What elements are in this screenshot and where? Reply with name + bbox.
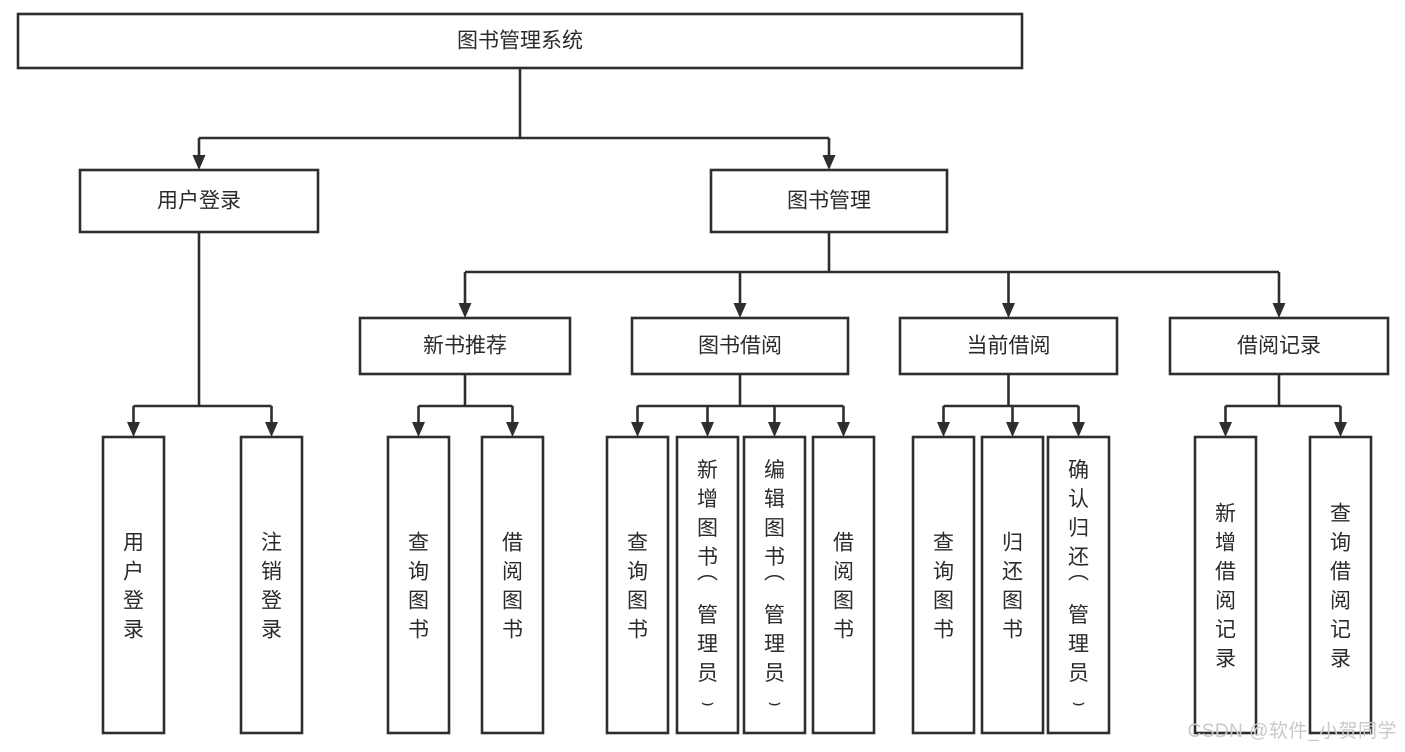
leaf-node-box xyxy=(386,435,451,735)
leaf-node-box xyxy=(980,435,1045,735)
arrow-head-icon xyxy=(937,422,950,437)
node-label: 查询图书 xyxy=(408,532,429,642)
node-label: 归还图书 xyxy=(1002,532,1023,642)
arrow-head-icon xyxy=(768,422,781,437)
arrow-head-icon xyxy=(733,303,747,318)
root-node-box xyxy=(16,12,1024,70)
level3-node-box xyxy=(898,316,1119,376)
arrow-head-icon xyxy=(1272,303,1286,318)
node-leaf-confirm-return[interactable]: 确认归还⌒管理员⌣ xyxy=(1046,435,1111,735)
leaf-node-box xyxy=(1046,435,1111,735)
node-leaf-query-book-2[interactable]: 查询图书 xyxy=(605,435,670,735)
leaf-node-box xyxy=(675,435,740,735)
node-new-book-rec[interactable]: 新书推荐 xyxy=(358,316,572,376)
arrow-head-icon xyxy=(412,422,425,437)
node-leaf-edit-book[interactable]: 编辑图书⌒管理员⌣ xyxy=(742,435,807,735)
level3-node-box xyxy=(358,316,572,376)
node-label: 新书推荐 xyxy=(423,335,507,358)
node-layer: 图书管理系统用户登录图书管理新书推荐图书借阅当前借阅借阅记录用户登录注销登录查询… xyxy=(16,12,1390,735)
connector-layer xyxy=(127,68,1347,437)
arrow-head-icon xyxy=(265,422,278,437)
arrow-head-icon xyxy=(506,422,519,437)
node-label: 借阅图书 xyxy=(502,532,523,642)
level2-node-box xyxy=(78,168,320,234)
leaf-node-box xyxy=(605,435,670,735)
node-user-login[interactable]: 用户登录 xyxy=(78,168,320,234)
watermark-text: CSDN @软件_小贺同学 xyxy=(1187,721,1397,742)
leaf-node-box xyxy=(1308,435,1373,735)
node-label: 借阅记录 xyxy=(1237,335,1321,358)
node-leaf-return-book[interactable]: 归还图书 xyxy=(980,435,1045,735)
leaf-node-box xyxy=(101,435,166,735)
node-book-manage[interactable]: 图书管理 xyxy=(709,168,949,234)
node-label: 确认归还⌒管理员⌣ xyxy=(1068,459,1089,714)
node-label: 编辑图书⌒管理员⌣ xyxy=(764,459,785,714)
arrow-head-icon xyxy=(192,155,206,170)
node-leaf-user-login[interactable]: 用户登录 xyxy=(101,435,166,735)
node-label: 图书管理系统 xyxy=(457,30,583,53)
arrow-head-icon xyxy=(701,422,714,437)
leaf-node-box xyxy=(1193,435,1258,735)
node-root[interactable]: 图书管理系统 xyxy=(16,12,1024,70)
node-label: 查询图书 xyxy=(627,532,648,642)
node-leaf-add-book[interactable]: 新增图书⌒管理员⌣ xyxy=(675,435,740,735)
arrow-head-icon xyxy=(458,303,472,318)
arrow-head-icon xyxy=(1219,422,1232,437)
leaf-node-box xyxy=(480,435,545,735)
node-label: 用户登录 xyxy=(157,190,241,213)
arrow-head-icon xyxy=(1072,422,1085,437)
node-label: 借阅图书 xyxy=(833,532,854,642)
leaf-node-box xyxy=(239,435,304,735)
node-label: 用户登录 xyxy=(123,532,144,642)
arrow-head-icon xyxy=(1006,422,1019,437)
leaf-node-box xyxy=(811,435,876,735)
node-current-borrow[interactable]: 当前借阅 xyxy=(898,316,1119,376)
arrow-head-icon xyxy=(1334,422,1347,437)
leaf-node-box xyxy=(742,435,807,735)
node-label: 查询图书 xyxy=(933,532,954,642)
node-label: 新增借阅记录 xyxy=(1215,503,1236,671)
leaf-node-box xyxy=(911,435,976,735)
node-leaf-borrow-book-1[interactable]: 借阅图书 xyxy=(480,435,545,735)
node-leaf-add-record[interactable]: 新增借阅记录 xyxy=(1193,435,1258,735)
arrow-head-icon xyxy=(1002,303,1015,318)
arrow-head-icon xyxy=(631,422,644,437)
node-label: 当前借阅 xyxy=(967,335,1051,358)
node-leaf-query-record[interactable]: 查询借阅记录 xyxy=(1308,435,1373,735)
node-book-borrow[interactable]: 图书借阅 xyxy=(630,316,850,376)
level3-node-box xyxy=(630,316,850,376)
node-leaf-query-book-3[interactable]: 查询图书 xyxy=(911,435,976,735)
node-label: 图书借阅 xyxy=(698,335,782,358)
node-label: 查询借阅记录 xyxy=(1330,503,1351,671)
arrow-head-icon xyxy=(837,422,850,437)
node-label: 注销登录 xyxy=(261,532,282,642)
node-label: 新增图书⌒管理员⌣ xyxy=(697,459,718,714)
node-leaf-borrow-book-2[interactable]: 借阅图书 xyxy=(811,435,876,735)
node-leaf-user-logout[interactable]: 注销登录 xyxy=(239,435,304,735)
node-label: 图书管理 xyxy=(787,190,871,213)
level3-node-box xyxy=(1168,316,1390,376)
arrow-head-icon xyxy=(127,422,140,437)
node-leaf-query-book-1[interactable]: 查询图书 xyxy=(386,435,451,735)
level2-node-box xyxy=(709,168,949,234)
node-borrow-record[interactable]: 借阅记录 xyxy=(1168,316,1390,376)
arrow-head-icon xyxy=(822,155,836,170)
